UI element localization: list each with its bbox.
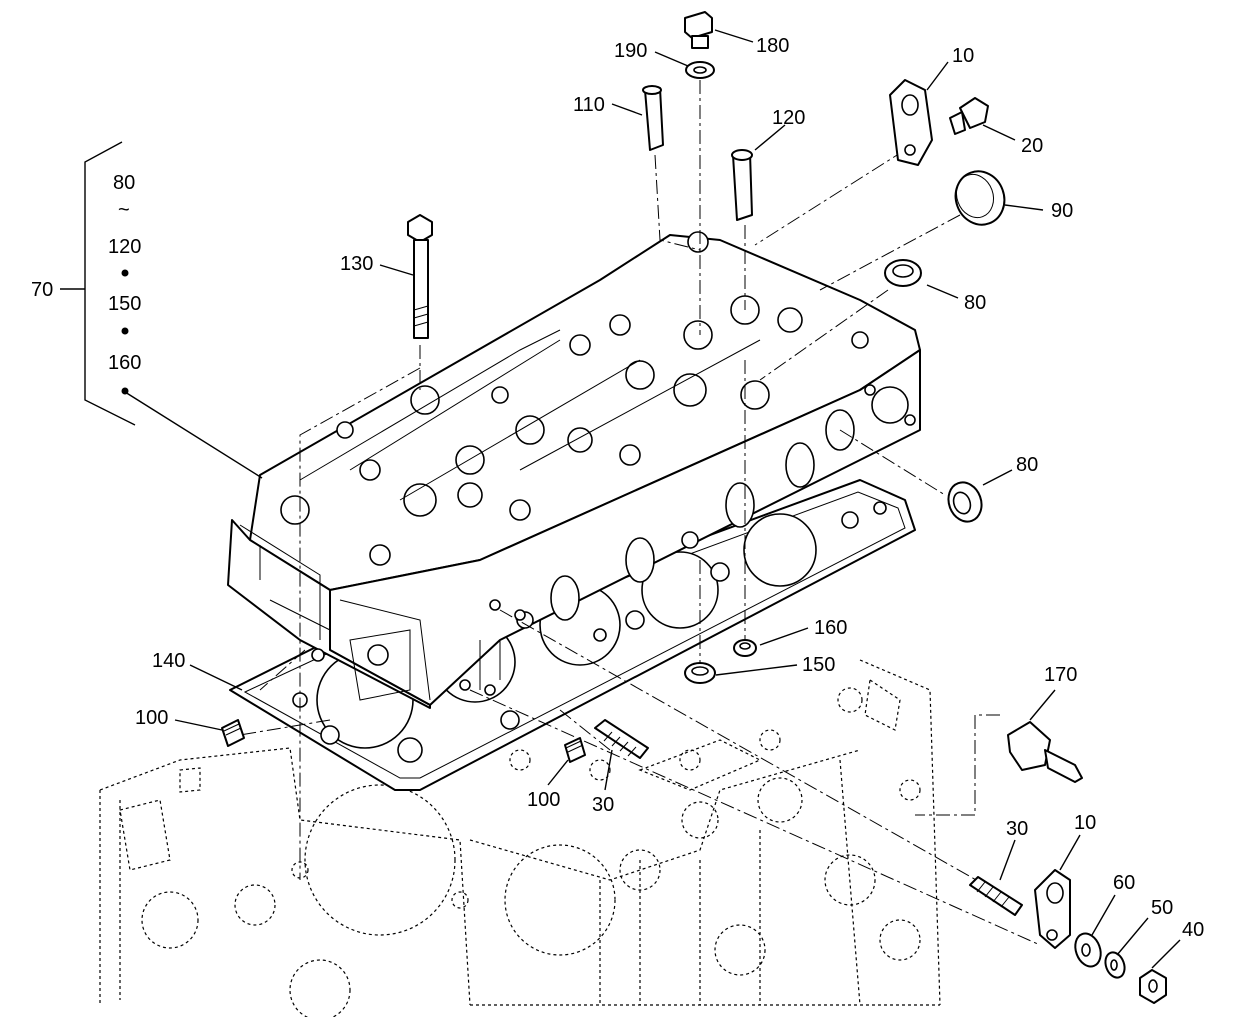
callout-170: 170	[1044, 664, 1077, 686]
part-180-plug-bolt	[684, 11, 713, 49]
callout-190: 190	[614, 40, 647, 62]
cylinder-head	[227, 231, 921, 709]
callout-100-mid: 100	[527, 789, 560, 811]
kit-bullet	[121, 387, 129, 395]
callout-110: 110	[573, 94, 605, 116]
kit-range-end: 120	[108, 236, 141, 258]
callout-30-right: 30	[1006, 818, 1028, 840]
callout-100-left: 100	[135, 707, 168, 729]
part-20-bolt	[949, 97, 989, 135]
kit-bullet	[121, 269, 129, 277]
kit-item-150: 150	[108, 293, 141, 315]
part-90-cap-plug	[954, 170, 1006, 226]
part-130-head-bolt	[407, 214, 433, 339]
callout-180: 180	[756, 35, 789, 57]
callout-50: 50	[1151, 897, 1173, 919]
part-100-plug-left	[221, 719, 245, 747]
kit-bullet	[121, 327, 129, 335]
part-80-seal-top	[884, 259, 922, 287]
part-160-seal	[733, 639, 757, 657]
callout-40: 40	[1182, 919, 1204, 941]
callout-60: 60	[1113, 872, 1135, 894]
part-190-washer	[685, 61, 715, 79]
engine-block	[99, 659, 941, 1021]
part-60-washer	[1074, 932, 1102, 968]
part-10-lifting-hanger-top	[889, 79, 933, 166]
callout-70: 70	[31, 279, 53, 301]
kit-range-separator: ~	[118, 199, 130, 221]
callout-150: 150	[802, 654, 835, 676]
kit-range-start: 80	[113, 172, 135, 194]
callout-10-right: 10	[1074, 812, 1096, 834]
kit-contents-list: 80 ~ 120 150 160	[108, 172, 141, 374]
part-100-plug-mid	[564, 737, 586, 763]
callout-80-mid: 80	[1016, 454, 1038, 476]
part-30-stud-right	[969, 876, 1023, 916]
callout-30-mid: 30	[592, 794, 614, 816]
kit-item-160: 160	[108, 352, 141, 374]
callout-160: 160	[814, 617, 847, 639]
part-80-seal-mid	[947, 481, 983, 523]
part-150-seal	[684, 662, 716, 684]
part-10-lifting-hanger-right	[1034, 869, 1071, 949]
callout-130: 130	[340, 253, 373, 275]
callout-90: 90	[1051, 200, 1073, 222]
part-50-spring-washer	[1104, 951, 1126, 979]
callout-120: 120	[772, 107, 805, 129]
part-120-valve-guide	[731, 149, 753, 221]
callout-140: 140	[152, 650, 185, 672]
callout-leader-lines	[174, 29, 1181, 969]
part-40-nut	[1139, 969, 1167, 1004]
callout-80-top: 80	[964, 292, 986, 314]
callout-10-top: 10	[952, 45, 974, 67]
callout-20: 20	[1021, 135, 1043, 157]
assembly-leaders	[239, 80, 1041, 946]
part-110-valve-guide	[642, 85, 664, 151]
kit-bracket-70	[60, 141, 263, 479]
callout-labels: 180 190 110 120 10 20 90 80 130 80 160 1…	[31, 35, 1204, 941]
part-30-stud-mid	[594, 719, 649, 759]
part-170-sensor	[1007, 721, 1083, 783]
